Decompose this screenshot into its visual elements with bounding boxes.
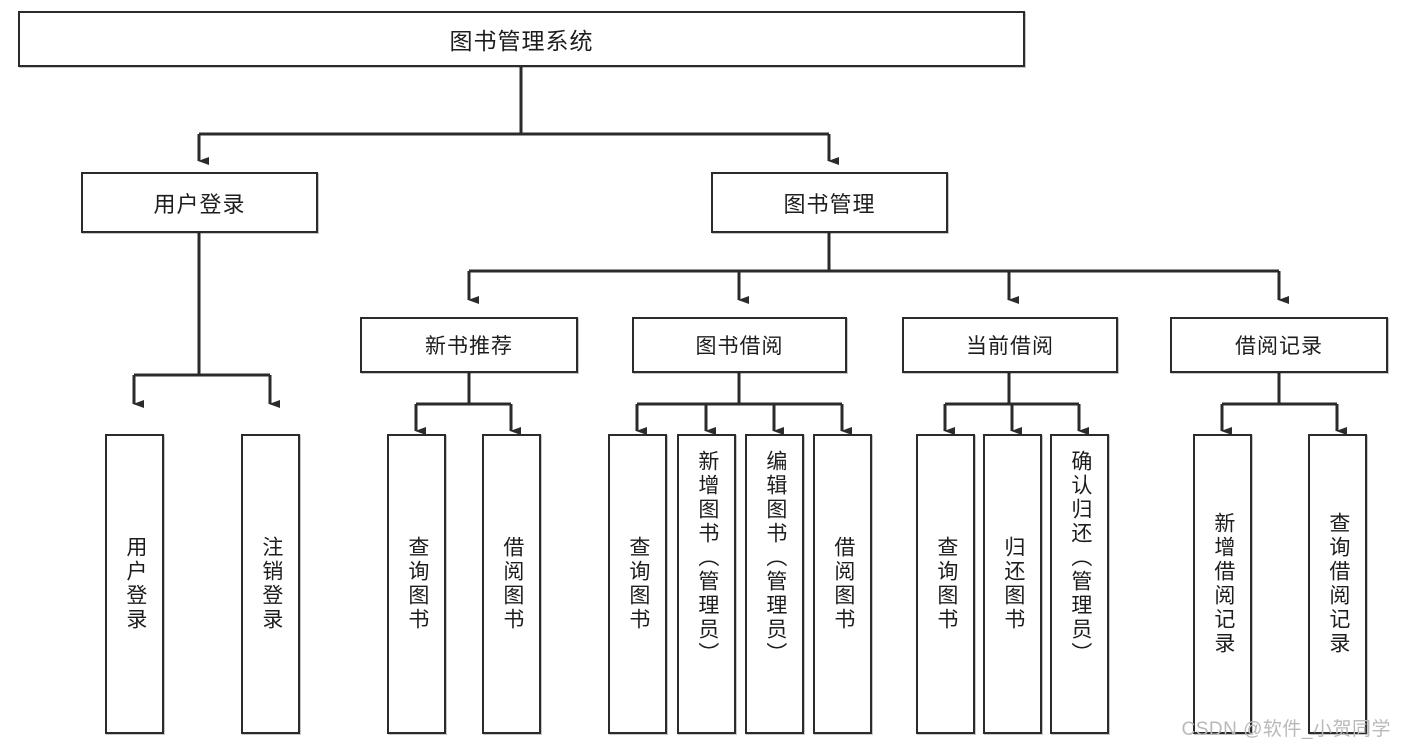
node-new-book-recommend[interactable]: 新书推荐 (360, 317, 578, 373)
node-label-root: 图书管理系统 (449, 28, 594, 54)
node-label-leaf-return-book: 归还图书 (1001, 536, 1025, 632)
node-label-book-borrow: 图书借阅 (695, 335, 784, 358)
node-label-book-management: 图书管理 (783, 191, 876, 217)
node-label-new-book-recommend: 新书推荐 (425, 335, 513, 358)
node-label-leaf-borrow-book-2: 借阅图书 (831, 536, 855, 632)
node-label-user-login: 用户登录 (153, 191, 246, 217)
edges-newbook-to-leaves (414, 373, 521, 435)
node-root-system[interactable]: 图书管理系统 (18, 11, 1025, 67)
edges-borrowrecord-to-leaves (1220, 373, 1347, 435)
node-label-leaf-add-book: 新增图书（管理员） (695, 450, 719, 666)
node-label-leaf-logout: 注销登录 (259, 536, 283, 632)
node-leaf-add-book[interactable]: 新增图书（管理员） (677, 434, 736, 734)
csdn-watermark: CSDN @软件_小贺同学 (1181, 719, 1391, 740)
node-leaf-logout[interactable]: 注销登录 (241, 434, 300, 734)
edges-bookborrow-to-leaves (635, 373, 852, 435)
node-book-management[interactable]: 图书管理 (711, 172, 948, 233)
node-user-login[interactable]: 用户登录 (81, 172, 318, 233)
edges-currentborrow-to-leaves (943, 373, 1089, 435)
node-label-borrow-record: 借阅记录 (1235, 335, 1323, 358)
node-label-leaf-query-book-3: 查询图书 (934, 536, 958, 632)
node-leaf-confirm-return[interactable]: 确认归还（管理员） (1050, 434, 1109, 734)
node-leaf-query-book-2[interactable]: 查询图书 (608, 434, 667, 734)
node-book-borrow[interactable]: 图书借阅 (632, 317, 847, 373)
node-label-current-borrow: 当前借阅 (966, 335, 1054, 358)
node-leaf-user-login[interactable]: 用户登录 (105, 434, 164, 734)
node-borrow-record[interactable]: 借阅记录 (1170, 317, 1388, 373)
node-label-leaf-query-book-2: 查询图书 (626, 536, 650, 632)
edges-bookmgmt-to-level2 (467, 233, 1289, 304)
node-label-leaf-confirm-return: 确认归还（管理员） (1068, 450, 1092, 666)
node-leaf-add-record[interactable]: 新增借阅记录 (1193, 434, 1252, 734)
node-leaf-edit-book[interactable]: 编辑图书（管理员） (745, 434, 804, 734)
node-label-leaf-edit-book: 编辑图书（管理员） (763, 450, 787, 666)
node-current-borrow[interactable]: 当前借阅 (902, 317, 1118, 373)
node-label-leaf-query-record: 查询借阅记录 (1326, 512, 1350, 656)
node-label-leaf-user-login: 用户登录 (123, 536, 147, 632)
node-leaf-query-record[interactable]: 查询借阅记录 (1308, 434, 1367, 734)
node-label-leaf-borrow-book-1: 借阅图书 (500, 536, 524, 632)
node-leaf-query-book-1[interactable]: 查询图书 (387, 434, 446, 734)
edges-root-to-level1 (197, 67, 839, 165)
node-leaf-query-book-3[interactable]: 查询图书 (916, 434, 975, 734)
node-label-leaf-add-record: 新增借阅记录 (1211, 512, 1235, 656)
node-label-leaf-query-book-1: 查询图书 (405, 536, 429, 632)
node-leaf-borrow-book-1[interactable]: 借阅图书 (482, 434, 541, 734)
node-leaf-borrow-book-2[interactable]: 借阅图书 (813, 434, 872, 734)
edges-userlogin-to-leaves (132, 233, 280, 408)
node-leaf-return-book[interactable]: 归还图书 (983, 434, 1042, 734)
